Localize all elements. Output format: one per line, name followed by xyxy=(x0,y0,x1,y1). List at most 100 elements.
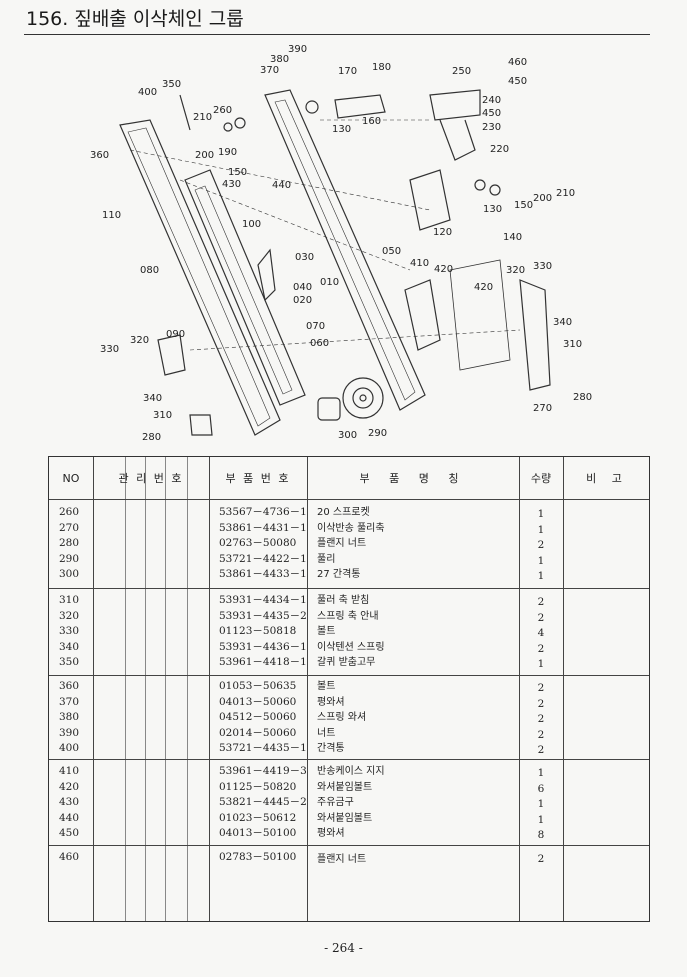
callout-label: 280 xyxy=(142,432,161,443)
callout-label: 050 xyxy=(382,246,401,257)
col-divider xyxy=(519,457,520,921)
row-part-name: 플랜지 너트 xyxy=(317,854,367,865)
callout-label: 320 xyxy=(130,335,149,346)
row-qty: 2 xyxy=(537,642,545,655)
callout-label: 120 xyxy=(433,227,452,238)
callout-label: 310 xyxy=(563,339,582,350)
row-part-name: 너트 xyxy=(317,727,336,739)
row-no: 310 xyxy=(59,594,80,606)
row-part-no: 04512－50060 xyxy=(219,711,297,723)
callout-label: 110 xyxy=(102,210,121,221)
row-qty: 6 xyxy=(537,782,545,795)
row-qty: 2 xyxy=(537,611,545,624)
page-number: - 264 - xyxy=(324,941,363,955)
row-part-name: 반송케이스 지지 xyxy=(317,766,385,777)
row-no: 290 xyxy=(59,552,80,565)
callout-label: 350 xyxy=(162,79,181,90)
row-no: 360 xyxy=(59,680,80,692)
row-no: 430 xyxy=(59,796,80,808)
row-no: 260 xyxy=(59,506,80,518)
callout-label: 180 xyxy=(372,62,391,73)
col-divider xyxy=(145,457,146,921)
row-part-no: 53931－4436－1 xyxy=(219,640,307,653)
row-no: 320 xyxy=(59,609,80,622)
callout-label: 460 xyxy=(508,57,527,68)
group-divider xyxy=(49,675,649,676)
row-part-name: 풀리 xyxy=(317,553,336,565)
row-qty: 8 xyxy=(537,829,545,841)
row-part-no: 53567－4736－1 xyxy=(219,506,307,518)
row-no: 300 xyxy=(59,568,80,580)
callout-label: 080 xyxy=(140,265,159,276)
header-divider xyxy=(49,499,649,500)
callout-label: 070 xyxy=(306,321,325,332)
row-part-no: 53961－4419－3 xyxy=(219,765,307,777)
callout-label: 150 xyxy=(514,200,533,211)
callout-label: 250 xyxy=(452,66,471,77)
callout-label: 220 xyxy=(490,144,509,155)
callout-label: 330 xyxy=(100,344,119,355)
callout-label: 090 xyxy=(166,329,185,340)
callout-label: 320 xyxy=(506,265,525,276)
row-part-name: 볼트 xyxy=(317,681,336,692)
row-part-name: 풀러 축 받침 xyxy=(317,595,370,606)
row-part-name: 스프링 축 안내 xyxy=(317,610,379,622)
callout-label: 260 xyxy=(213,105,232,116)
row-qty: 2 xyxy=(537,713,545,725)
row-part-no: 53821－4445－2 xyxy=(219,796,307,808)
row-part-name: 이삭텐션 스프링 xyxy=(317,641,385,653)
row-no: 380 xyxy=(59,711,80,723)
callout-label: 330 xyxy=(533,261,552,272)
row-part-no: 02783－50100 xyxy=(219,851,297,863)
callout-label: 340 xyxy=(553,317,572,328)
callout-label: 170 xyxy=(338,66,357,77)
row-part-name: 와셔붙임볼트 xyxy=(317,812,373,824)
row-qty: 4 xyxy=(537,627,545,639)
callout-label: 300 xyxy=(338,430,357,441)
row-qty: 2 xyxy=(537,744,545,756)
header-qty: 수량 xyxy=(530,472,552,485)
row-no: 450 xyxy=(59,827,80,839)
parts-table: NO 관 리 번 호 부 품 번 호 부 품 명 칭 수량 비 고 260 53… xyxy=(48,456,650,922)
callout-label: 150 xyxy=(228,167,247,178)
row-part-name: 평와셔 xyxy=(317,696,345,708)
row-qty: 2 xyxy=(537,728,545,741)
col-divider xyxy=(165,457,166,921)
row-part-name: 20 스프로켓 xyxy=(317,507,370,518)
callout-label: 390 xyxy=(288,44,307,55)
row-part-name: 평와셔 xyxy=(317,828,345,839)
row-no: 420 xyxy=(59,780,80,793)
row-no: 390 xyxy=(59,726,80,739)
row-part-name: 이삭반송 풀리축 xyxy=(317,522,385,534)
callout-label: 430 xyxy=(222,179,241,190)
callout-label: 310 xyxy=(153,410,172,421)
callout-label: 410 xyxy=(410,258,429,269)
callout-label: 290 xyxy=(368,428,387,439)
callout-label: 010 xyxy=(320,277,339,288)
row-no: 340 xyxy=(59,640,80,653)
group-divider xyxy=(49,845,649,846)
row-no: 400 xyxy=(59,742,80,754)
row-no: 370 xyxy=(59,695,80,708)
page-title: 156. 짚배출 이삭체인 그룹 xyxy=(26,8,244,30)
callout-label: 140 xyxy=(503,232,522,243)
callout-label: 340 xyxy=(143,393,162,404)
row-qty: 1 xyxy=(537,767,545,779)
row-qty: 1 xyxy=(537,813,545,826)
row-no: 440 xyxy=(59,811,80,824)
callout-label: 200 xyxy=(195,150,214,161)
callout-label: 020 xyxy=(293,295,312,306)
row-qty: 1 xyxy=(537,570,545,582)
header-remarks: 비 고 xyxy=(586,472,628,485)
row-part-no: 04013－50060 xyxy=(219,695,297,708)
col-divider xyxy=(93,457,94,921)
col-divider xyxy=(125,457,126,921)
right-chain xyxy=(264,89,426,411)
header-part-name: 부 품 명 칭 xyxy=(359,472,467,485)
col-divider xyxy=(563,457,564,921)
row-part-no: 04013－50100 xyxy=(219,827,297,839)
callout-label: 030 xyxy=(295,252,314,263)
callout-label: 160 xyxy=(362,116,381,127)
row-part-no: 53931－4434－1 xyxy=(219,594,307,606)
callout-label: 060 xyxy=(310,338,329,349)
